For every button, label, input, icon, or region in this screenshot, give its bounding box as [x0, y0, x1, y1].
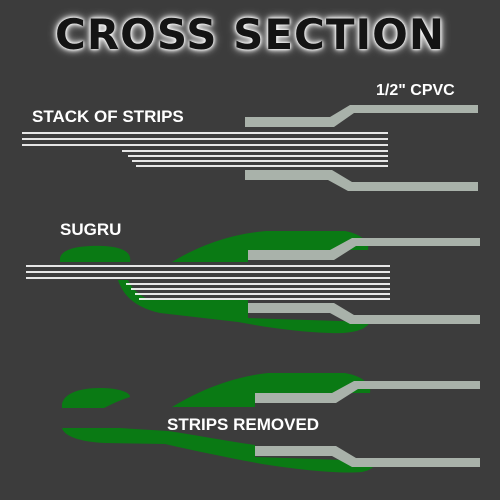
- sugru-lower-3: [62, 428, 375, 473]
- stack-of-strips-label: STACK OF STRIPS: [32, 107, 184, 126]
- strip-stack: [22, 132, 388, 167]
- diagram-title: CROSS SECTION: [55, 10, 445, 59]
- panel-strips-removed: [62, 373, 480, 473]
- pipe-wall-upper-3: [255, 381, 480, 403]
- sugru-label: SUGRU: [60, 220, 122, 239]
- pipe-wall-lower-3: [255, 446, 480, 467]
- pipe-wall-upper-2: [248, 238, 480, 260]
- panel-stack-of-strips: [22, 105, 478, 191]
- pipe-label: 1/2" CPVC: [376, 82, 455, 99]
- pipe-wall-lower: [245, 170, 478, 191]
- sugru-upper-3: [62, 373, 371, 408]
- sugru-upper: [60, 231, 369, 262]
- panel-sugru: [26, 231, 480, 334]
- strips-removed-label: STRIPS REMOVED: [167, 415, 320, 434]
- sugru-lower: [118, 280, 370, 334]
- pipe-wall-lower-2: [248, 303, 480, 324]
- pipe-wall-upper: [245, 105, 478, 127]
- strip-stack-2: [26, 265, 390, 300]
